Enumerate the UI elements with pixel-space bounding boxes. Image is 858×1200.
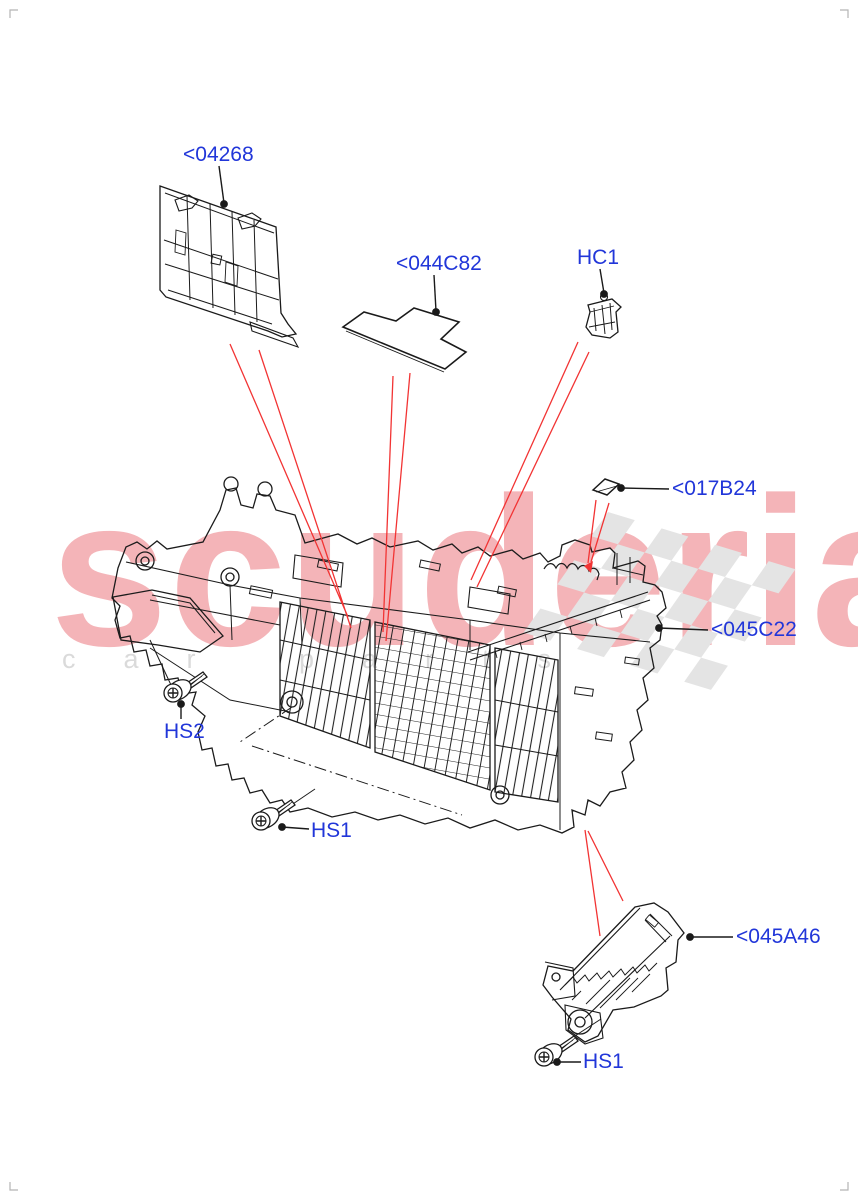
clip-HC1-drawing	[585, 292, 622, 339]
part-044C82-drawing	[341, 307, 468, 373]
part-04268-drawing	[159, 185, 300, 348]
part-label-045C22[interactable]: <045C22	[711, 618, 797, 641]
part-label-017B24[interactable]: <017B24	[672, 477, 757, 500]
part-label-HC1[interactable]: HC1	[577, 246, 620, 269]
part-label-045A46[interactable]: <045A46	[736, 925, 821, 948]
corner-marks	[9, 9, 849, 1191]
leader-lines	[177, 165, 733, 1066]
console-045C22-drawing	[111, 476, 667, 834]
part-label-HS2[interactable]: HS2	[164, 720, 205, 743]
part-017B24-drawing	[591, 478, 621, 496]
red-callout-lines	[229, 341, 624, 937]
part-label-HS1-bottom[interactable]: HS1	[583, 1050, 624, 1073]
bracket-045A46-drawing	[542, 902, 685, 1045]
part-label-044C82[interactable]: <044C82	[396, 252, 482, 275]
part-label-HS1-mid[interactable]: HS1	[311, 819, 352, 842]
part-label-04268[interactable]: <04268	[183, 143, 254, 166]
